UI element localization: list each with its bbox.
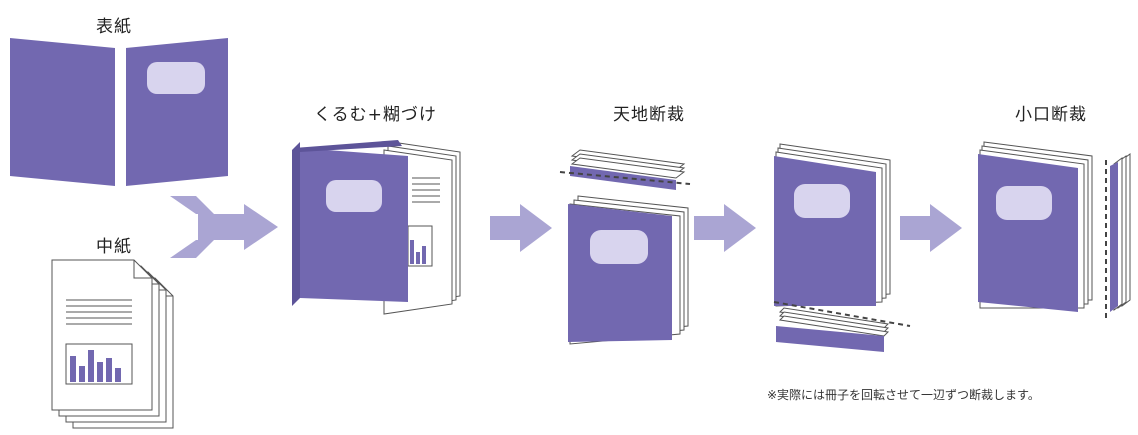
arrow-step3-icon: [694, 204, 756, 252]
wrapped-book-icon: [292, 140, 461, 315]
step-fore-edge-cut-label: 小口断裁: [1015, 105, 1087, 125]
rotation-note: ※実際には冊子を回転させて一辺ずつ断裁します。: [767, 388, 1040, 402]
merge-arrow-icon: [170, 196, 278, 258]
arrow-step4-icon: [900, 204, 962, 252]
inner-paper-label: 中紙: [96, 237, 132, 257]
top-bottom-cut-book-icon: [559, 149, 691, 345]
fore-edge-cut-book-icon: [978, 141, 1131, 322]
step-wrap-glue-label: くるむ+糊づけ: [314, 105, 437, 125]
inner-paper-stack-icon: [51, 259, 174, 429]
arrow-step2-icon: [490, 204, 552, 252]
trimmed-book-icon: [773, 143, 911, 352]
step-top-bottom-cut-label: 天地断裁: [613, 105, 685, 125]
cover-label: 表紙: [96, 17, 132, 37]
cover-sheet-icon: [10, 38, 228, 186]
